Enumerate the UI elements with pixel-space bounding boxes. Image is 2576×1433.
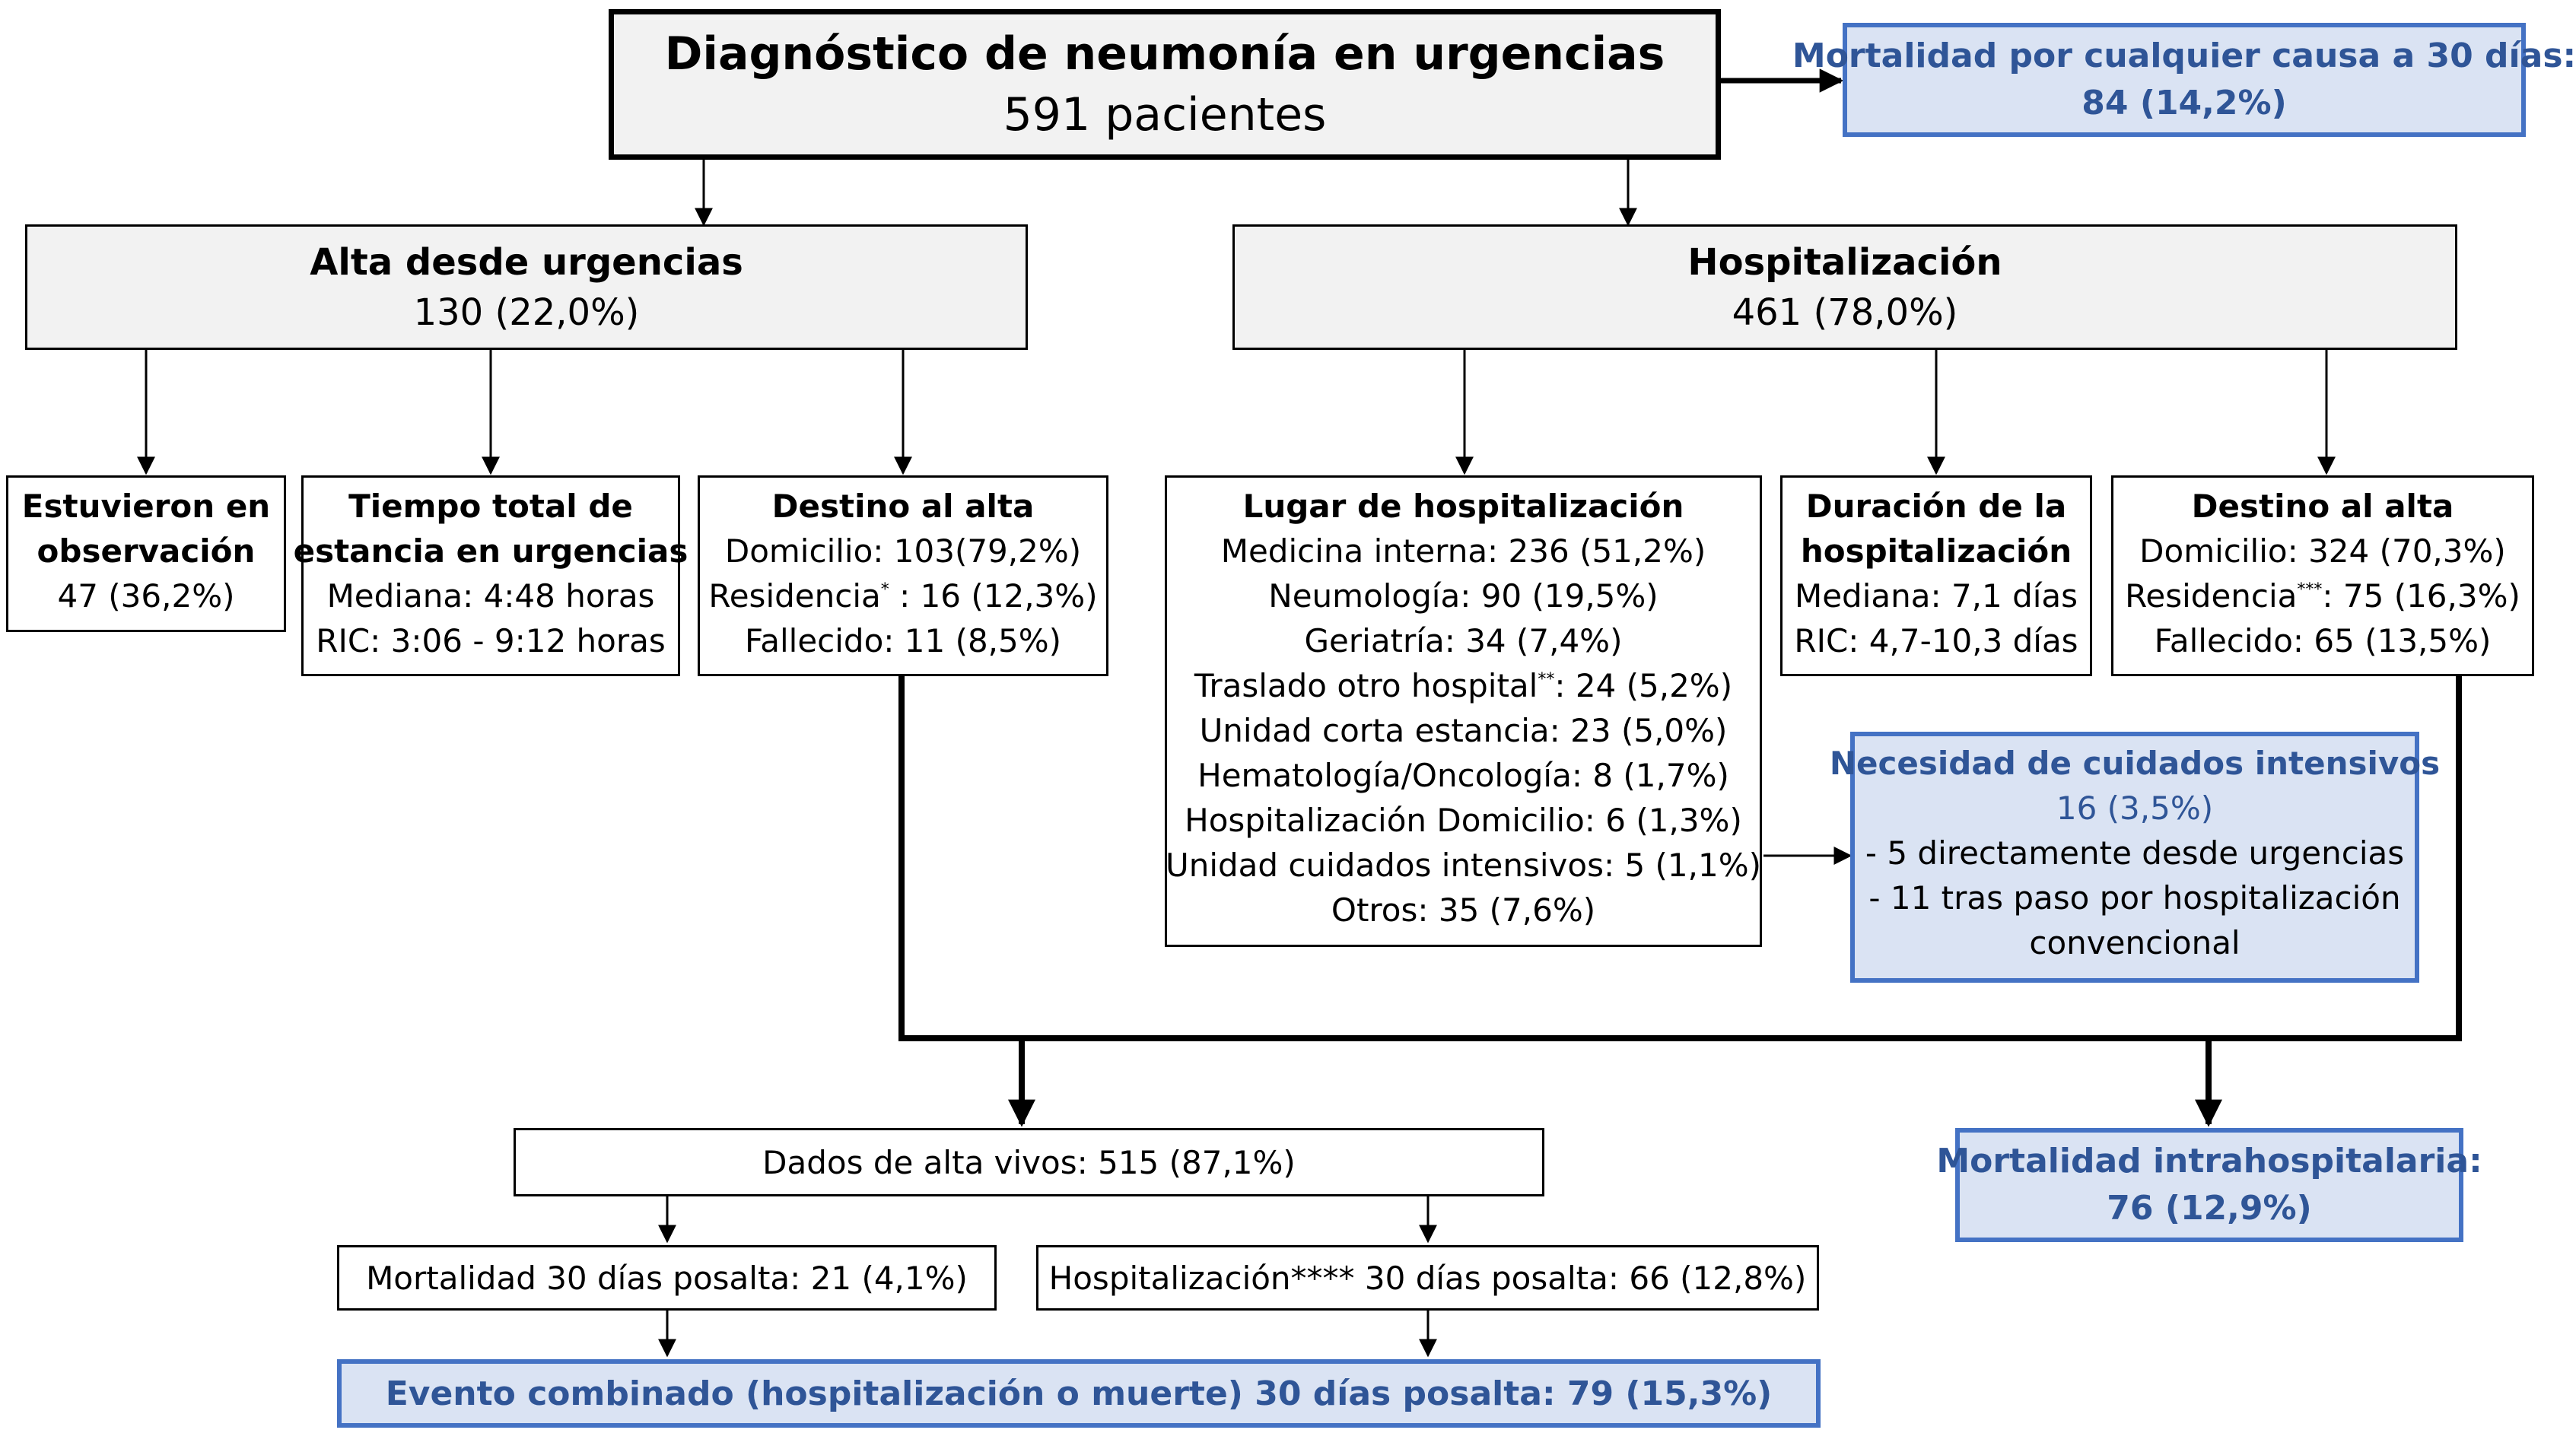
uci-line-1: - 5 directamente desde urgencias	[1865, 834, 2405, 872]
mort-intra-title: Mortalidad intrahospitalaria:	[1936, 1142, 2482, 1180]
uci-line-2: - 11 tras paso por hospitalización	[1868, 879, 2401, 917]
tiempo-title-1: Tiempo total de	[348, 488, 633, 525]
destino-urg-residencia: Residencia* : 16 (12,3%)	[708, 577, 1098, 615]
mort-posalta-label: Mortalidad 30 días posalta: 21 (4,1%)	[366, 1259, 968, 1297]
lugar-item: Hospitalización Domicilio: 6 (1,3%)	[1185, 802, 1742, 839]
collector-line	[898, 675, 2462, 1041]
evento-combinado-box: Evento combinado (hospitalización o muer…	[337, 1359, 1821, 1428]
uci-title: Necesidad de cuidados intensivos	[1829, 745, 2441, 782]
mortality-30-days-box: Mortalidad por cualquier causa a 30 días…	[1792, 23, 2576, 137]
destino-urg-fallecido: Fallecido: 11 (8,5%)	[744, 622, 1062, 659]
observacion-title-1: Estuvieron en	[21, 488, 271, 525]
lugar-item: Unidad cuidados intensivos: 5 (1,1%)	[1165, 847, 1762, 884]
duracion-hospitalizacion-box: Duración de la hospitalización Mediana: …	[1780, 475, 2092, 676]
lugar-item: Otros: 35 (7,6%)	[1331, 891, 1596, 929]
main-count: 591 pacientes	[1003, 88, 1327, 141]
main-diagnosis-box: Diagnóstico de neumonía en urgencias 591…	[609, 9, 1721, 160]
observacion-title-2: observación	[37, 532, 256, 570]
duracion-title-2: hospitalización	[1800, 532, 2072, 570]
hosp-title: Hospitalización	[1687, 240, 2002, 284]
lugar-item: Unidad corta estancia: 23 (5,0%)	[1199, 712, 1728, 749]
main-title: Diagnóstico de neumonía en urgencias	[664, 27, 1665, 81]
destino-alta-urgencias-box: Destino al alta Domicilio: 103(79,2%) Re…	[698, 475, 1108, 676]
mortalidad-posalta-box: Mortalidad 30 días posalta: 21 (4,1%)	[337, 1245, 997, 1311]
uci-line-3: convencional	[2029, 924, 2240, 961]
dados-alta-vivos-box: Dados de alta vivos: 515 (87,1%)	[514, 1128, 1544, 1196]
lugar-item: Neumología: 90 (19,5%)	[1268, 577, 1658, 615]
destino-urg-title: Destino al alta	[771, 488, 1035, 525]
observacion-value: 47 (36,2%)	[57, 577, 235, 615]
uci-value: 16 (3,5%)	[2056, 790, 2214, 827]
destino-urg-domicilio: Domicilio: 103(79,2%)	[724, 532, 1082, 570]
mort-intra-value: 76 (12,9%)	[2107, 1189, 2312, 1228]
tiempo-title-2: estancia en urgencias	[293, 532, 689, 570]
lugar-title: Lugar de hospitalización	[1242, 488, 1684, 525]
tiempo-ric: RIC: 3:06 - 9:12 horas	[316, 622, 666, 659]
lugar-item: Hematología/Oncología: 8 (1,7%)	[1197, 757, 1729, 794]
tiempo-mediana: Mediana: 4:48 horas	[326, 577, 655, 615]
mortality-30-title: Mortalidad por cualquier causa a 30 días…	[1792, 37, 2576, 75]
lugar-item-traslado: Traslado otro hospital**: 24 (5,2%)	[1194, 667, 1733, 704]
duracion-mediana: Mediana: 7,1 días	[1794, 577, 2078, 615]
destino-hosp-residencia: Residencia***: 75 (16,3%)	[2125, 577, 2520, 615]
lugar-hospitalizacion-box: Lugar de hospitalización Medicina intern…	[1165, 475, 1762, 947]
hosp-value: 461 (78,0%)	[1732, 291, 1958, 334]
evento-label: Evento combinado (hospitalización o muer…	[385, 1374, 1773, 1413]
tiempo-estancia-box: Tiempo total de estancia en urgencias Me…	[294, 475, 688, 676]
alta-value: 130 (22,0%)	[413, 291, 640, 334]
mortalidad-intrahospitalaria-box: Mortalidad intrahospitalaria: 76 (12,9%)	[1936, 1128, 2482, 1242]
destino-hosp-title: Destino al alta	[2191, 488, 2454, 525]
destino-alta-hosp-box: Destino al alta Domicilio: 324 (70,3%) R…	[2111, 475, 2534, 676]
observacion-box: Estuvieron en observación 47 (36,2%)	[6, 475, 286, 632]
alta-urgencias-box: Alta desde urgencias 130 (22,0%)	[25, 224, 1028, 350]
lugar-item: Medicina interna: 236 (51,2%)	[1220, 532, 1706, 570]
duracion-ric: RIC: 4,7-10,3 días	[1794, 622, 2078, 659]
destino-hosp-fallecido: Fallecido: 65 (13,5%)	[2154, 622, 2492, 659]
destino-hosp-domicilio: Domicilio: 324 (70,3%)	[2139, 532, 2506, 570]
uci-box: Necesidad de cuidados intensivos 16 (3,5…	[1830, 732, 2440, 983]
vivos-label: Dados de alta vivos: 515 (87,1%)	[762, 1143, 1296, 1181]
alta-title: Alta desde urgencias	[310, 240, 743, 284]
lugar-item: Geriatría: 34 (7,4%)	[1304, 622, 1623, 659]
hospitalizacion-posalta-box: Hospitalización**** 30 días posalta: 66 …	[1036, 1245, 1819, 1311]
duracion-title-1: Duración de la	[1805, 488, 2067, 525]
mortality-30-value: 84 (14,2%)	[2081, 84, 2287, 122]
hospitalizacion-box: Hospitalización 461 (78,0%)	[1232, 224, 2457, 350]
hosp-posalta-label: Hospitalización**** 30 días posalta: 66 …	[1048, 1259, 1807, 1297]
